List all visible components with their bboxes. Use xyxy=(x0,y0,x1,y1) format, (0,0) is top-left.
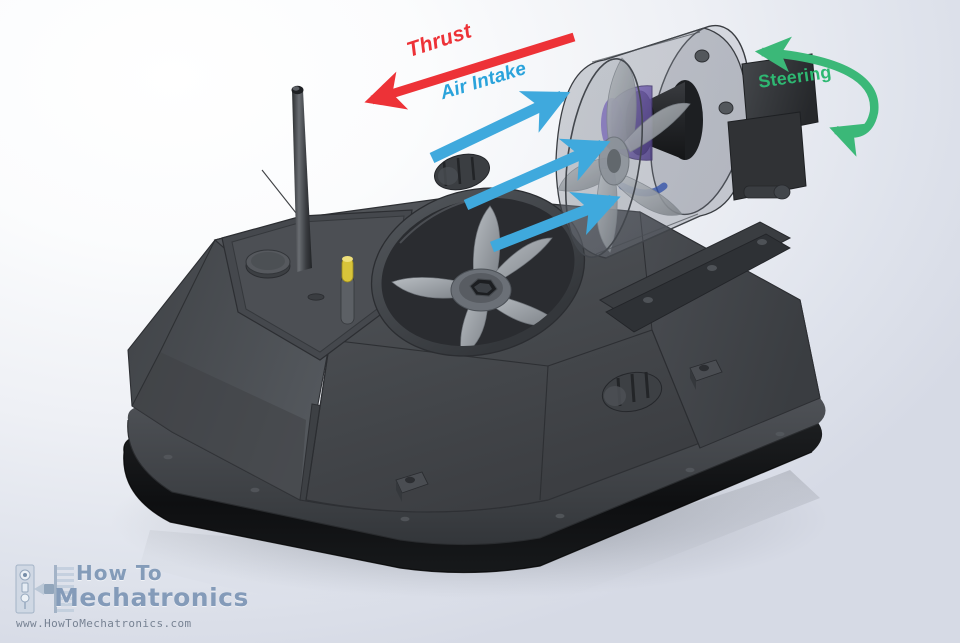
vent-slot xyxy=(307,293,325,301)
watermark-url: www.HowToMechatronics.com xyxy=(16,617,192,630)
hex-nut xyxy=(469,278,498,297)
hull-latches xyxy=(395,359,723,502)
brass-toggle-pin xyxy=(340,256,355,325)
watermark: How To Mechatronics www.HowToMechatronic… xyxy=(14,559,248,637)
floor-reflection xyxy=(140,470,820,608)
thrust-mount-plate xyxy=(598,221,792,333)
air-intake-arrow-1 xyxy=(429,91,571,163)
watermark-line2: Mechatronics xyxy=(54,583,249,612)
hull-lower-band xyxy=(127,398,826,546)
hovercraft-skirt xyxy=(123,420,823,574)
round-cap xyxy=(245,249,291,279)
steering-arrow xyxy=(754,36,879,157)
watermark-line1: How To xyxy=(76,561,163,585)
lift-fan-5-blade xyxy=(391,205,559,357)
thrust-arrow xyxy=(364,32,576,110)
htm-circuit-logo-icon xyxy=(15,564,74,614)
dome-light-housing xyxy=(601,371,663,413)
antenna-rod xyxy=(291,85,312,272)
dome-light-housing-left xyxy=(434,153,490,191)
air-intake-arrow-2 xyxy=(463,138,611,211)
air-intake-arrow-3 xyxy=(489,191,621,253)
